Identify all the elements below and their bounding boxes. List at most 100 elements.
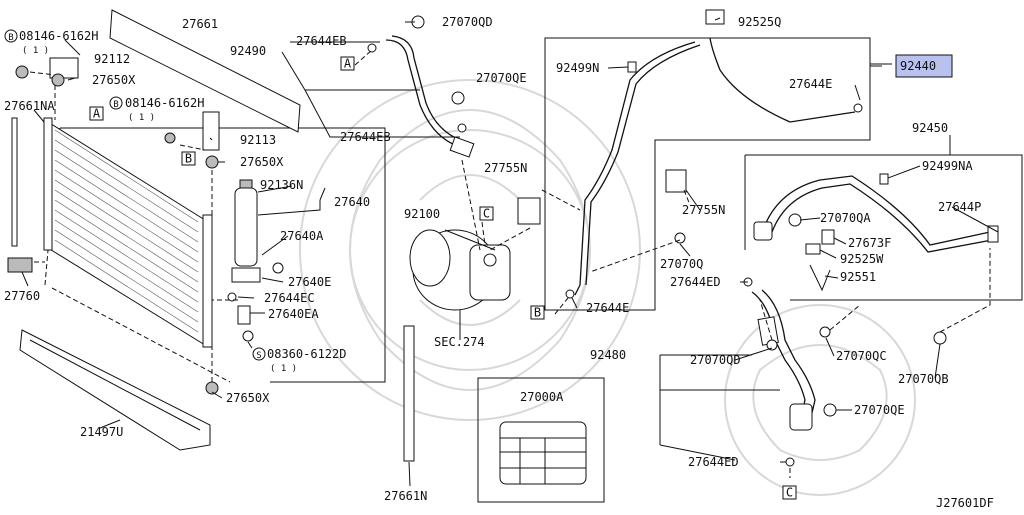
label-21497u[interactable]: 21497U (80, 425, 123, 439)
pipe-92440 (709, 37, 856, 123)
bolt-27070qb (933, 331, 947, 345)
label-92450[interactable]: 92450 (912, 121, 948, 135)
label-92112[interactable]: 92112 (94, 52, 130, 66)
bracket-92551 (809, 264, 831, 292)
label-27644eb-lower[interactable]: 27644EB (340, 130, 391, 144)
label-27644ec[interactable]: 27644EC (264, 291, 315, 305)
label-27650x-upper[interactable]: 27650X (92, 73, 136, 87)
callout-a-cond: A (89, 106, 104, 121)
label-27644e-lower[interactable]: 27644E (586, 301, 629, 315)
group-outline-92440 (544, 37, 871, 311)
highlight-box-92440 (895, 54, 953, 78)
label-92499n[interactable]: 92499N (556, 61, 599, 75)
label-27644ed-lower[interactable]: 27644ED (688, 455, 739, 469)
svg-text:C: C (786, 486, 793, 500)
leader-92490 (281, 21, 460, 138)
bolt-08146-lower (164, 132, 176, 144)
hose-fitting-lower (789, 403, 813, 431)
screw-08360 (242, 330, 254, 342)
clamp-92525q (705, 9, 725, 25)
label-27640e[interactable]: 27640E (288, 275, 331, 289)
leaders-misc (21, 17, 999, 487)
label-27760[interactable]: 27760 (4, 289, 40, 303)
label-27070qe-upper[interactable]: 27070QE (476, 71, 527, 85)
fitting-left-92450 (753, 221, 773, 241)
o-ring-27644e-lower (565, 289, 575, 299)
label-92480[interactable]: 92480 (590, 348, 626, 362)
label-27661n[interactable]: 27661N (384, 489, 427, 503)
label-92525q[interactable]: 92525Q (738, 15, 781, 29)
callout-b-cond: B (181, 151, 196, 166)
callout-a-left: A (340, 56, 355, 71)
label-92113[interactable]: 92113 (240, 133, 276, 147)
label-27640[interactable]: 27640 (334, 195, 370, 209)
label-92490[interactable]: 92490 (230, 44, 266, 58)
pipe-92450 (764, 175, 991, 246)
label-27640ea[interactable]: 27640EA (268, 307, 319, 321)
label-27755n-right[interactable]: 27755N (682, 203, 725, 217)
callout-c-hose: C (782, 485, 797, 500)
callout-b-circle-upper: B (4, 29, 18, 43)
label-27070qb[interactable]: 27070QB (898, 372, 949, 386)
drier-base-27640e (231, 267, 261, 283)
label-08146-lower[interactable]: 08146-6162H (125, 96, 204, 110)
compressor-sec274 (409, 229, 511, 311)
fitting-27673f (821, 229, 835, 245)
label-27070qd-lower[interactable]: 27070QD (690, 353, 741, 367)
svg-text:C: C (483, 207, 490, 221)
label-27640a[interactable]: 27640A (280, 229, 324, 243)
label-08360[interactable]: 08360-6122D (267, 347, 346, 361)
label-panel-27000a (477, 377, 605, 503)
label-27644p[interactable]: 27644P (938, 200, 981, 214)
hose-92480 (751, 291, 806, 431)
label-27644ed-upper[interactable]: 27644ED (670, 275, 721, 289)
bolt-27070qe-upper (451, 91, 465, 105)
label-27070qc[interactable]: 27070QC (836, 349, 887, 363)
bracket-92113 (202, 111, 220, 151)
label-27070qe-lower[interactable]: 27070QE (854, 403, 905, 417)
seal-strip-27661n (403, 325, 415, 462)
label-92136n[interactable]: 92136N (260, 178, 303, 192)
label-92551[interactable]: 92551 (840, 270, 876, 284)
fitting-27640ea (237, 305, 251, 325)
svg-text:B: B (113, 100, 118, 110)
label-27661[interactable]: 27661 (182, 17, 218, 31)
leader-92480 (659, 354, 780, 461)
seal-strip-27661na (11, 117, 18, 247)
label-27070q[interactable]: 27070Q (660, 257, 703, 271)
bolt-08146-upper (15, 65, 29, 79)
label-08146-upper[interactable]: 08146-6162H (19, 29, 98, 43)
cap-92499na (879, 173, 889, 185)
label-27755n-left[interactable]: 27755N (484, 161, 527, 175)
label-92499na[interactable]: 92499NA (922, 159, 973, 173)
svg-text:B: B (8, 33, 13, 43)
label-92100[interactable]: 92100 (404, 207, 440, 221)
bracket-27755n-left (517, 197, 541, 225)
bracket-27755n-right (665, 169, 687, 193)
label-27673f[interactable]: 27673F (848, 236, 891, 250)
dash-92440-links (541, 189, 691, 315)
grommet-27650x-upper (51, 73, 65, 87)
dash-92450-links (759, 248, 991, 478)
label-27070qd-upper[interactable]: 27070QD (442, 15, 493, 29)
label-27661na[interactable]: 27661NA (4, 99, 55, 113)
label-27644e-upper[interactable]: 27644E (789, 77, 832, 91)
qty-08360: ( 1 ) (270, 364, 297, 374)
label-27644eb-upper[interactable]: 27644EB (296, 34, 347, 48)
receiver-drier-27640 (234, 187, 258, 267)
o-ring-27644e-upper (853, 103, 863, 113)
label-sec274[interactable]: SEC.274 (434, 335, 485, 349)
o-ring-27644ed-lower (785, 457, 795, 467)
diagram-code: J27601DF (936, 496, 994, 510)
group-outline-92450 (744, 135, 1023, 301)
label-92525w[interactable]: 92525W (840, 252, 884, 266)
label-27070qa[interactable]: 27070QA (820, 211, 871, 225)
label-27000a[interactable]: 27000A (520, 390, 564, 404)
callout-b-pipe: B (530, 305, 545, 320)
label-92440[interactable]: 92440 (900, 59, 936, 73)
label-27650x-mid[interactable]: 27650X (240, 155, 284, 169)
drier-cap-92136n (239, 179, 253, 189)
label-27650x-lower[interactable]: 27650X (226, 391, 270, 405)
